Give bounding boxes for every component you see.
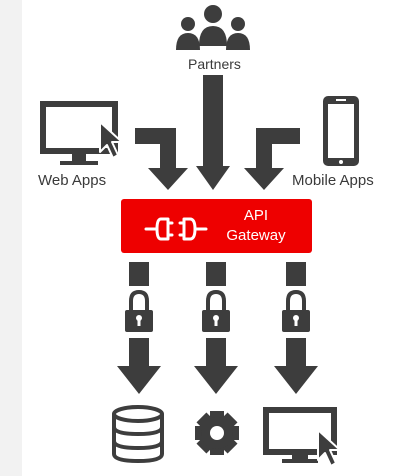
lane-web-backend [274,262,318,394]
smartphone-icon [323,96,359,166]
mobile-apps-arrow [244,128,300,190]
padlock-icon [202,289,230,332]
padlock-icon [125,289,153,332]
partners-label: Partners [188,56,241,72]
partners-arrow [196,75,230,190]
gear-icon [195,411,239,455]
database-icon [112,405,164,464]
lane-database [117,262,161,394]
plug-connector-icon [144,217,208,241]
monitor-cursor-icon [263,407,341,467]
padlock-icon [282,289,310,332]
people-group-icon [176,5,250,50]
lane-services [194,262,238,394]
web-apps-label: Web Apps [38,172,107,189]
mobile-apps-label: Mobile Apps [292,172,374,189]
api-gateway-label: API Gateway [206,206,306,246]
api-gateway-label-line1: API [243,207,269,224]
desktop-monitor-cursor-icon [40,101,123,165]
api-gateway-label-line2: Gateway [226,227,286,244]
web-apps-arrow [135,128,188,190]
